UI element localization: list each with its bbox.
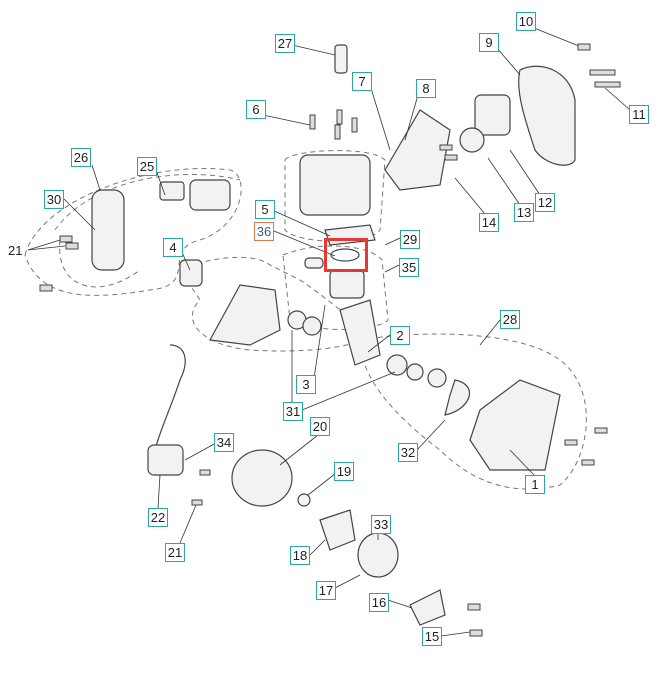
- parts: [91, 44, 576, 626]
- muffler: [91, 189, 125, 271]
- callout-31[interactable]: 31: [283, 402, 303, 421]
- cover-plate: [409, 589, 446, 626]
- callout-1[interactable]: 1: [525, 475, 545, 494]
- crankcase-left: [209, 284, 281, 346]
- cylinder: [299, 154, 371, 216]
- callout-2[interactable]: 2: [390, 326, 410, 345]
- spacer: [427, 368, 447, 388]
- callout-13[interactable]: 13: [514, 203, 534, 222]
- callout-22[interactable]: 22: [148, 508, 168, 527]
- callout-10[interactable]: 10: [516, 12, 536, 31]
- crankcase-right: [469, 379, 561, 471]
- seal-right: [406, 363, 424, 381]
- spark-plug: [334, 44, 348, 74]
- callout-12[interactable]: 12: [535, 193, 555, 212]
- exhaust-flange: [189, 179, 231, 211]
- clutch-plate: [319, 509, 356, 551]
- ignition-module: [147, 444, 184, 476]
- seal-left: [302, 316, 322, 336]
- callout-35[interactable]: 35: [399, 258, 419, 277]
- callout-8[interactable]: 8: [416, 79, 436, 98]
- carburetor: [474, 94, 511, 136]
- callout-21-plain[interactable]: 21: [8, 243, 23, 258]
- flywheel: [231, 449, 293, 507]
- carb-gasket: [459, 127, 485, 153]
- callout-17[interactable]: 17: [316, 581, 336, 600]
- callout-19[interactable]: 19: [334, 462, 354, 481]
- highlight-box: [324, 238, 368, 272]
- callout-34[interactable]: 34: [214, 433, 234, 452]
- ignition-wire: [154, 344, 186, 451]
- bolts: [39, 43, 621, 637]
- callout-11[interactable]: 11: [629, 105, 649, 124]
- callout-33[interactable]: 33: [371, 515, 391, 534]
- air-filter-housing: [518, 65, 576, 166]
- callout-25[interactable]: 25: [137, 157, 157, 176]
- callout-29[interactable]: 29: [400, 230, 420, 249]
- callout-30[interactable]: 30: [44, 190, 64, 209]
- muffler-gasket: [159, 181, 185, 201]
- intake-flange: [179, 259, 203, 287]
- crankshaft: [339, 299, 381, 366]
- piston-ring: [330, 248, 360, 262]
- callout-15[interactable]: 15: [422, 627, 442, 646]
- callout-4[interactable]: 4: [163, 238, 183, 257]
- callout-5[interactable]: 5: [255, 200, 275, 219]
- callout-26[interactable]: 26: [71, 148, 91, 167]
- callout-7[interactable]: 7: [352, 72, 372, 91]
- callout-20[interactable]: 20: [310, 417, 330, 436]
- callout-18[interactable]: 18: [290, 546, 310, 565]
- bearing-right: [386, 354, 408, 376]
- callout-32[interactable]: 32: [398, 443, 418, 462]
- baffle: [444, 379, 470, 416]
- callout-9[interactable]: 9: [479, 33, 499, 52]
- callout-16[interactable]: 16: [369, 593, 389, 612]
- callout-27[interactable]: 27: [275, 34, 295, 53]
- callout-6[interactable]: 6: [246, 100, 266, 119]
- callout-28[interactable]: 28: [500, 310, 520, 329]
- leader-lines: [27, 27, 631, 637]
- callout-3[interactable]: 3: [296, 375, 316, 394]
- callout-36-highlighted[interactable]: 36: [254, 222, 274, 241]
- piston-pin: [304, 257, 324, 269]
- nut: [297, 493, 311, 507]
- piston: [329, 269, 365, 299]
- callout-14[interactable]: 14: [479, 213, 499, 232]
- callout-21[interactable]: 21: [165, 543, 185, 562]
